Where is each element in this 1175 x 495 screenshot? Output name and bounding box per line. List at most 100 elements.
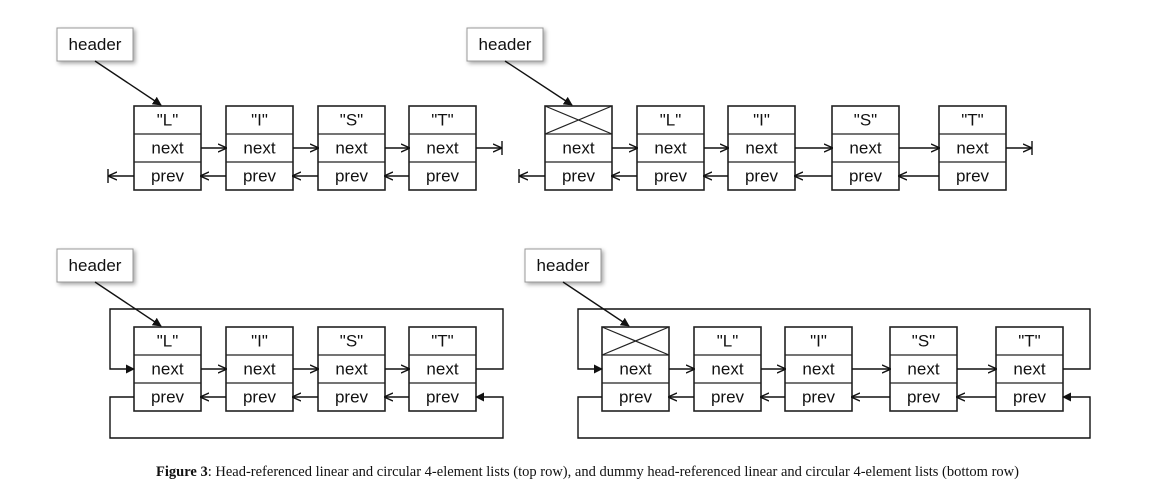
figure-caption: Figure 3: Head-referenced linear and cir… xyxy=(0,464,1175,481)
figure-label: Figure 3 xyxy=(156,464,208,480)
circular-list: header"L"nextprev"I"nextprev"S"nextprev"… xyxy=(56,248,504,439)
node-value: "L" xyxy=(157,111,179,130)
prev-field: prev xyxy=(1013,388,1047,407)
next-field: next xyxy=(562,139,594,158)
prev-field: prev xyxy=(654,167,688,186)
next-field: next xyxy=(711,360,743,379)
prev-field: prev xyxy=(711,388,745,407)
list-node: "S" next prev xyxy=(317,326,386,412)
list-node: "L" next prev xyxy=(693,326,762,412)
header-pointer: header xyxy=(56,27,162,106)
node-box xyxy=(727,105,796,191)
header-arrow xyxy=(94,60,162,106)
prev-field: prev xyxy=(802,388,836,407)
header-label: header xyxy=(479,35,532,54)
next-field: next xyxy=(802,360,834,379)
dummy-linear-list: header next prev "L" next prev "I" next prev "S" n… xyxy=(466,27,1033,191)
node-value: "S" xyxy=(912,332,935,351)
node-box xyxy=(636,105,705,191)
wrap-next-link xyxy=(577,308,1091,374)
node-box xyxy=(133,326,202,412)
prev-field: prev xyxy=(956,167,990,186)
next-field: next xyxy=(426,139,458,158)
node-value: "L" xyxy=(157,332,179,351)
list-node: "I" next prev xyxy=(784,326,853,412)
prev-field: prev xyxy=(907,388,941,407)
node-value: "L" xyxy=(660,111,682,130)
node-box xyxy=(995,326,1064,412)
empty-value-cross xyxy=(601,326,670,356)
next-field: next xyxy=(426,360,458,379)
header-box xyxy=(56,27,134,62)
header-box xyxy=(466,27,544,62)
wrap-prev-link xyxy=(109,392,504,439)
header-arrow xyxy=(504,60,573,106)
next-field: next xyxy=(907,360,939,379)
list-node: "L" next prev xyxy=(133,326,202,412)
wrap-prev-link xyxy=(577,392,1091,439)
list-node: "L" next prev xyxy=(133,105,202,191)
next-field: next xyxy=(243,360,275,379)
node-value: "I" xyxy=(753,111,770,130)
node-box xyxy=(408,326,477,412)
prev-field: prev xyxy=(151,167,185,186)
next-field: next xyxy=(1013,360,1045,379)
figure-caption-text: : Head-referenced linear and circular 4-… xyxy=(207,464,1019,480)
node-value: "S" xyxy=(340,332,363,351)
header-label: header xyxy=(537,256,590,275)
prev-field: prev xyxy=(745,167,779,186)
next-field: next xyxy=(745,139,777,158)
next-field: next xyxy=(619,360,651,379)
next-field: next xyxy=(654,139,686,158)
node-box xyxy=(133,105,202,191)
prev-field: prev xyxy=(849,167,883,186)
node-value: "T" xyxy=(961,111,983,130)
next-field: next xyxy=(849,139,881,158)
wrap-next-link xyxy=(109,308,504,374)
prev-field: prev xyxy=(426,167,460,186)
list-node: "L" next prev xyxy=(636,105,705,191)
node-box xyxy=(889,326,958,412)
prev-field: prev xyxy=(562,167,596,186)
list-node: "I" next prev xyxy=(727,105,796,191)
header-label: header xyxy=(69,35,122,54)
prev-field: prev xyxy=(426,388,460,407)
list-node: "S" next prev xyxy=(831,105,900,191)
dummy-node: next prev xyxy=(601,326,670,412)
node-value: "I" xyxy=(810,332,827,351)
header-pointer: header xyxy=(524,248,630,327)
next-field: next xyxy=(335,360,367,379)
header-box xyxy=(56,248,134,283)
node-value: "I" xyxy=(251,111,268,130)
next-field: next xyxy=(151,360,183,379)
node-box xyxy=(225,326,294,412)
node-value: "T" xyxy=(431,111,453,130)
next-field: next xyxy=(243,139,275,158)
list-node: "T" next prev xyxy=(408,326,477,412)
list-node: "T" next prev xyxy=(408,105,477,191)
next-field: next xyxy=(151,139,183,158)
node-value: "T" xyxy=(431,332,453,351)
node-value: "L" xyxy=(717,332,739,351)
prev-field: prev xyxy=(335,167,369,186)
header-label: header xyxy=(69,256,122,275)
dummy-node: next prev xyxy=(544,105,613,191)
node-box xyxy=(408,105,477,191)
dummy-circular-list: header next prev "L" next prev "I" next prev "S" n… xyxy=(524,248,1091,439)
prev-field: prev xyxy=(335,388,369,407)
prev-field: prev xyxy=(151,388,185,407)
node-value: "S" xyxy=(854,111,877,130)
header-arrow xyxy=(94,281,162,327)
node-box xyxy=(317,326,386,412)
prev-field: prev xyxy=(619,388,653,407)
linear-list: header"L"nextprev"I"nextprev"S"nextprev"… xyxy=(56,27,503,191)
list-node: "S" next prev xyxy=(889,326,958,412)
header-arrow xyxy=(562,281,630,327)
empty-value-cross xyxy=(544,105,613,135)
